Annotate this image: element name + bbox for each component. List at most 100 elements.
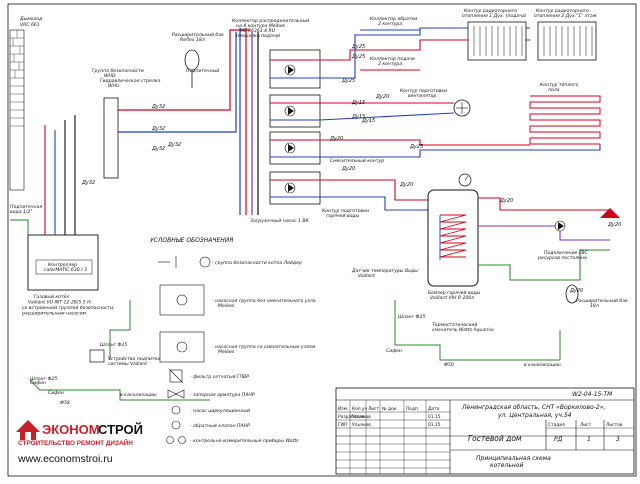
- title-block-header: Изм.: [338, 406, 348, 412]
- pipe-diameter-label: Ду20: [375, 94, 389, 100]
- title-block-cell: 01.15: [428, 414, 441, 420]
- recirc-pump: [554, 220, 566, 232]
- radiator-1: [467, 21, 527, 61]
- siphon-2-label: Сифон: [30, 380, 46, 386]
- title-block-cell: Ульянов: [352, 414, 371, 420]
- ventilation-heater: [453, 99, 471, 117]
- legend-item-2: - насосная группа без смесительного узла…: [212, 298, 316, 309]
- pipe-diameter-label: Ду20: [341, 166, 355, 172]
- svg-text:Контроллер: Контроллер: [48, 262, 77, 268]
- legend-item-6: - насос циркуляционный: [190, 408, 250, 414]
- title-block-header: № док.: [382, 406, 398, 412]
- siphon-3-label: Сифон: [48, 390, 64, 396]
- legend-item-8: - контрольно-измерительные приборы Watts: [190, 438, 299, 444]
- sheet-value: 1: [587, 436, 591, 443]
- drain-label-2: Шланг Ф25: [100, 342, 127, 348]
- pipe-diameter-label: Ду20: [499, 198, 513, 204]
- mix-circuit-label: Смесительный контур: [330, 158, 384, 164]
- svg-text:calorMATIC 630 / 3: calorMATIC 630 / 3: [44, 267, 87, 273]
- pump-group-3: [269, 131, 321, 165]
- company-logo: ЭКОНОМ СТРОЙ СТРОИТЕЛЬСТВО РЕМОНТ ДИЗАЙН…: [16, 420, 143, 465]
- phi58-label: Ф58: [60, 400, 70, 406]
- pipe-diameter-label: Ду32: [81, 180, 95, 186]
- pipe-diameter-label: Ду20: [399, 182, 413, 188]
- title-block-cell: Разработал: [338, 413, 365, 420]
- stage-value: РД: [554, 436, 563, 443]
- drawing-frame: [7, 3, 637, 477]
- title-block: [335, 387, 635, 475]
- hydraulic-separator: [103, 97, 119, 179]
- address-line-1: Ленинградская область, СНТ «Воркилово-2»…: [461, 404, 605, 411]
- title-block-cell: 01.15: [428, 422, 441, 428]
- brand-b: СТРОЙ: [98, 422, 143, 437]
- address-line-2: ул. Центральная, уч.54: [497, 412, 572, 419]
- expansion-vessel-right: [565, 284, 579, 304]
- shower-head: [600, 208, 620, 218]
- legend-item-4: - фильтр сетчатый ГПВР: [190, 374, 249, 380]
- water-heater-tank: [427, 189, 479, 287]
- title-block-cell: ГИП: [338, 422, 347, 428]
- sheets-value: 3: [616, 436, 620, 443]
- pipe-diameter-label: Ду15: [351, 100, 365, 106]
- gas-boiler: Контроллер calorMATIC 630 / 3: [27, 234, 99, 291]
- drain-label-3: Шланг Ф25: [30, 376, 57, 382]
- pipe-diameter-label: Ду25: [351, 44, 365, 50]
- legend-item-1: - группа безопасности котла Лейдер: [212, 260, 302, 266]
- title-block-header: Лист: [368, 406, 380, 412]
- brand-a: ЭКОНОМ: [42, 422, 100, 437]
- expansion-tank: [184, 49, 200, 88]
- boiler-label: Газовый котёл Vaillant VU INT 12-28/5 5 …: [21, 294, 116, 317]
- pipe-diameter-label: Ду25: [341, 78, 355, 84]
- title-block-header: Дата: [428, 406, 440, 412]
- feed-label: Подпиточный: [186, 68, 219, 74]
- legend-title: УСЛОВНЫЕ ОБОЗНАЧЕНИЯ: [150, 237, 233, 244]
- load-pump-label: Загрузочный насос 1 ВК: [250, 218, 310, 224]
- title-block-header: Подп.: [406, 406, 419, 412]
- sheet-label: Лист: [580, 422, 592, 428]
- title-block-cell: Ульянов: [352, 422, 371, 428]
- pipe-diameter-label: Ду32: [167, 142, 181, 148]
- building-name: Гостевой дом: [468, 434, 522, 443]
- thermometer-gauge: [458, 173, 472, 187]
- phi50-label: Ф50: [444, 362, 454, 368]
- pipe-diameter-labels: Ду32Ду32Ду32Ду25Ду25Ду25Ду20Ду20Ду20Ду15…: [81, 44, 621, 294]
- gas-meter: [89, 349, 105, 363]
- pipe-diameter-label: Ду32: [151, 104, 165, 110]
- siphon-1-label: Сифон: [386, 348, 402, 354]
- doc-code: W2-04-15-ТМ: [572, 391, 613, 398]
- pump-group-4: [269, 171, 321, 205]
- pipe-diameter-label: Ду15: [351, 114, 365, 120]
- radiator-2: [537, 21, 597, 61]
- brand-url: www.economstroi.ru: [17, 453, 113, 465]
- pump-group-1: [269, 49, 321, 89]
- stage-label: Стадия: [548, 422, 565, 428]
- sheets-label: Листов: [606, 422, 623, 428]
- chimney: [9, 29, 25, 191]
- pipe-diameter-label: Ду25: [351, 54, 365, 60]
- pump-group-2: [269, 94, 321, 128]
- legend-item-7: - обратный клапан ПАНР: [190, 423, 250, 429]
- sheet-title-1: Принципиальная схема: [476, 455, 551, 462]
- pipe-diameter-label: Ду32: [151, 126, 165, 132]
- pipe-diameter-label: Ду20: [569, 288, 583, 294]
- legend-item-5: - запорная арматура ПАНР: [190, 392, 255, 398]
